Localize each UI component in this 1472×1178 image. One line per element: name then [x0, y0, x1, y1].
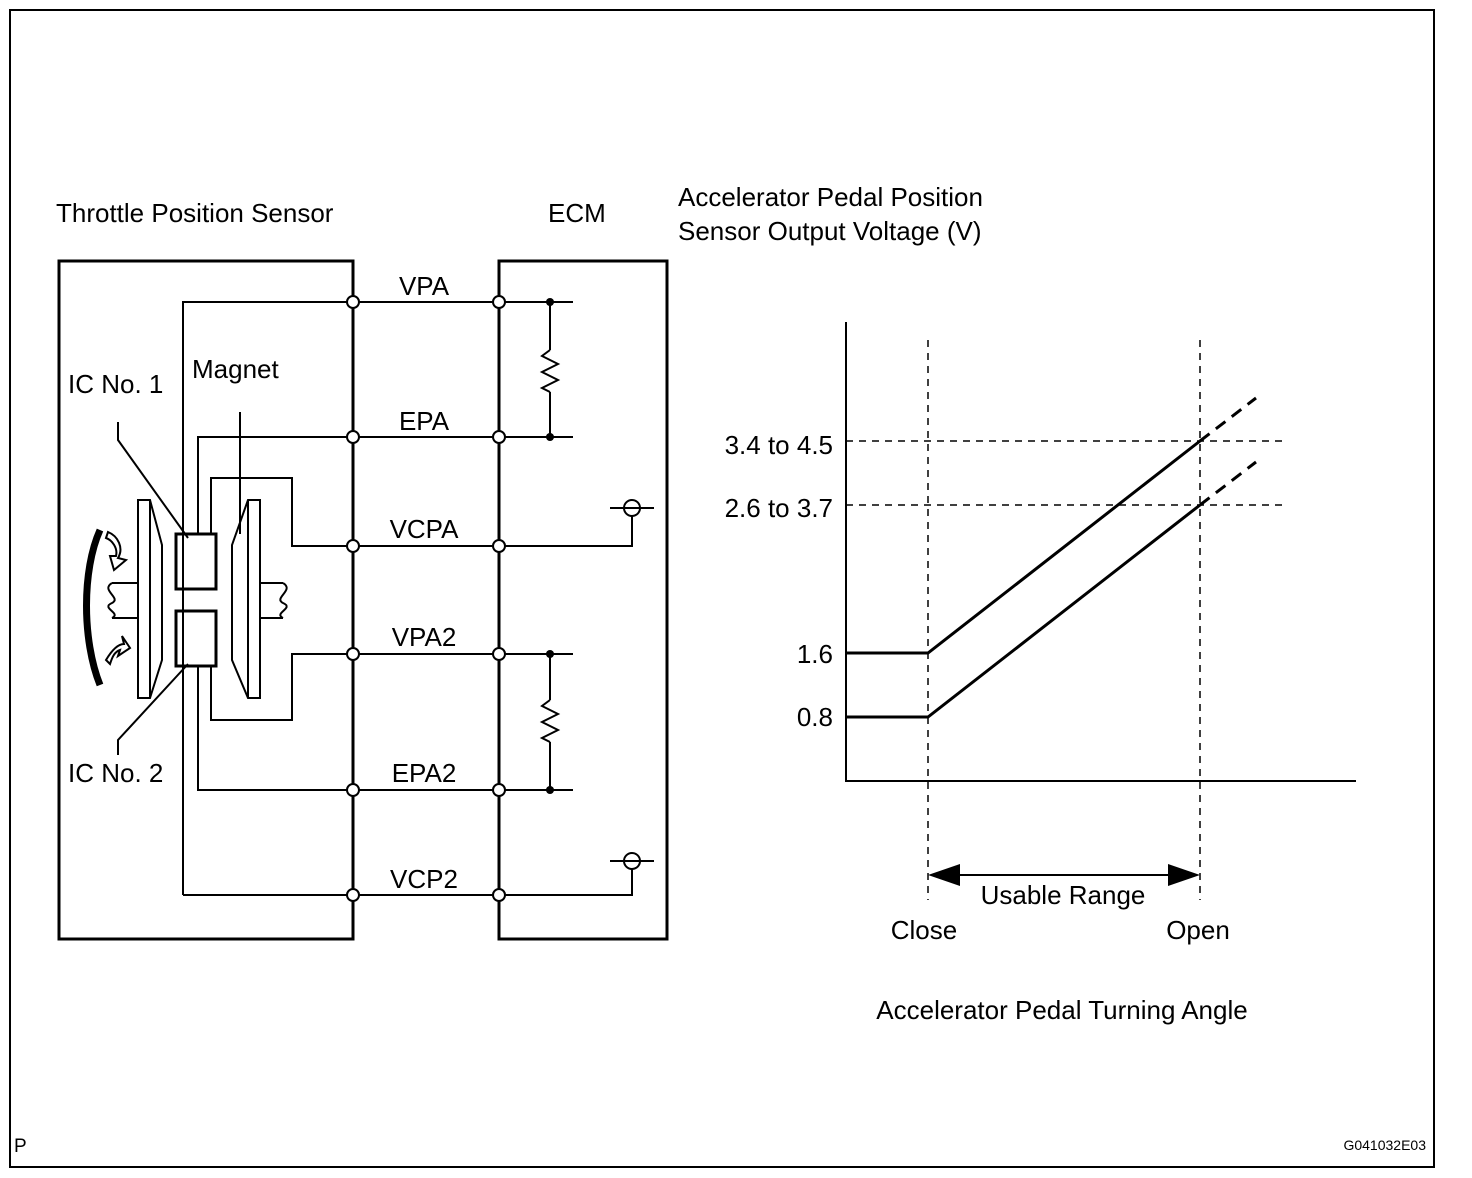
x-tick-label-close: Close: [891, 915, 957, 945]
ic1-leader: [117, 422, 189, 539]
terminal-label-vcp2: VCP2: [390, 864, 458, 894]
series-upper-extension: [1199, 396, 1257, 443]
ic-1: [174, 532, 218, 591]
ecm-title: ECM: [548, 198, 606, 228]
x-tick-label-open: Open: [1166, 915, 1230, 945]
ecm-box: [497, 259, 669, 941]
footer-right-code: G041032E03: [1343, 1137, 1426, 1153]
signal-lines: [182, 301, 633, 896]
voltage-chart: Accelerator Pedal Position Sensor Output…: [678, 182, 1356, 1025]
terminal-label-epa: EPA: [399, 406, 450, 436]
terminal-labels: VPA EPA VCPA VPA2 EPA2 VCP2: [390, 271, 460, 894]
ic2-label: IC No. 2: [68, 758, 163, 788]
ic-2: [174, 609, 218, 668]
ground-icon-upper: [610, 499, 654, 517]
chart-xlabel: Accelerator Pedal Turning Angle: [876, 995, 1247, 1025]
series-lower-line: [846, 503, 1201, 719]
ic1-label: IC No. 1: [68, 369, 163, 399]
outer-frame: [9, 9, 1435, 1168]
sensor-title: Throttle Position Sensor: [56, 198, 334, 228]
series-upper-line: [846, 439, 1201, 655]
terminal-label-vcpa: VCPA: [390, 514, 460, 544]
resistor-upper: [539, 298, 561, 441]
ecm-pins: [492, 295, 506, 902]
resistor-lower: [539, 650, 561, 794]
sensor-pins: [346, 295, 360, 902]
series-lower-extension: [1199, 460, 1257, 507]
footer-left-code: P: [14, 1136, 27, 1157]
terminal-label-vpa2: VPA2: [392, 622, 457, 652]
usable-range-arrowhead-right: [1168, 864, 1200, 886]
terminal-label-vpa: VPA: [399, 271, 450, 301]
chart-ylabel-line1: Accelerator Pedal Position: [678, 182, 983, 212]
usable-range-label: Usable Range: [981, 880, 1146, 910]
y-tick-label-1: 3.4 to 4.5: [725, 430, 833, 460]
chart-ylabel-line2: Sensor Output Voltage (V): [678, 216, 982, 246]
y-tick-label-3: 1.6: [797, 639, 833, 669]
ic2-leader: [117, 663, 189, 755]
rotation-arrow-icon: [83, 528, 132, 687]
y-tick-label-2: 2.6 to 3.7: [725, 493, 833, 523]
sensor-box: [57, 259, 355, 941]
magnet-label: Magnet: [192, 354, 279, 384]
ground-icon-lower: [610, 852, 654, 870]
terminal-label-epa2: EPA2: [392, 758, 457, 788]
y-tick-label-4: 0.8: [797, 702, 833, 732]
magnet-rotor-icon: [107, 499, 288, 699]
usable-range-arrowhead-left: [928, 864, 960, 886]
